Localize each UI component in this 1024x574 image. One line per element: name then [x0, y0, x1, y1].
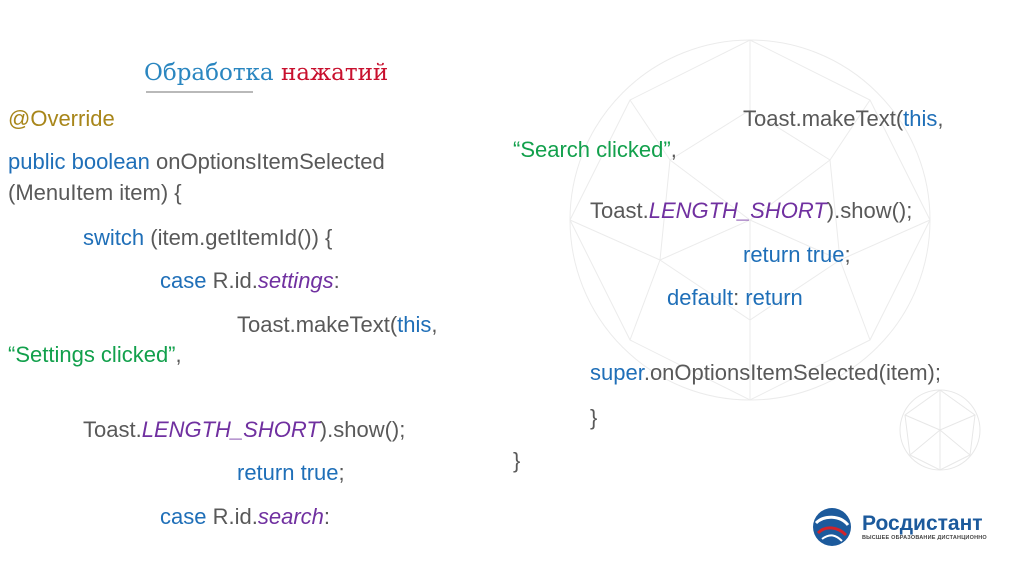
code-token: ).show();: [319, 417, 406, 442]
code-token: }: [590, 405, 598, 430]
code-token: Toast.makeText(: [237, 312, 398, 337]
code-token: return: [745, 285, 803, 310]
code-token: onOptionsItemSelected: [149, 149, 385, 174]
logo-globe-icon: [813, 508, 851, 546]
code-line: switch (item.getItemId()) {: [83, 225, 332, 251]
title-part-2: нажатий: [280, 60, 389, 86]
code-token: Toast.: [590, 198, 649, 223]
slide-title: Обработка нажатий: [144, 60, 388, 86]
code-line: case R.id.search:: [160, 504, 330, 530]
code-line: public boolean onOptionsItemSelected: [8, 149, 385, 175]
code-token: R.id.: [206, 268, 258, 293]
code-token: ,: [175, 342, 182, 367]
code-line: super.onOptionsItemSelected(item);: [590, 360, 941, 386]
code-token: :: [333, 268, 340, 293]
code-token: return true: [237, 460, 339, 485]
code-token: public boolean: [8, 149, 150, 174]
code-token: ;: [844, 242, 851, 267]
logo-tagline: ВЫСШЕЕ ОБРАЗОВАНИЕ ДИСТАНЦИОННО: [862, 535, 987, 541]
title-underline: [146, 91, 253, 93]
code-line: return true;: [237, 460, 345, 486]
code-token: }: [513, 448, 521, 473]
code-line: Toast.makeText(this,: [237, 312, 438, 338]
rosdistant-logo: Росдистант ВЫСШЕЕ ОБРАЗОВАНИЕ ДИСТАНЦИОН…: [810, 505, 987, 549]
geodesic-sphere-decoration: [569, 39, 931, 401]
code-token: ).show();: [826, 198, 913, 223]
code-token: (item.getItemId()) {: [144, 225, 333, 250]
code-line: Toast.LENGTH_SHORT).show();: [83, 417, 405, 443]
code-line: (MenuItem item) {: [8, 180, 182, 206]
code-token: this: [903, 106, 938, 131]
code-token: .onOptionsItemSelected(item);: [643, 360, 941, 385]
code-line: }: [513, 448, 520, 474]
code-token: ,: [670, 137, 677, 162]
code-token: Toast.: [83, 417, 142, 442]
code-token: return true: [743, 242, 845, 267]
code-line: case R.id.settings:: [160, 268, 340, 294]
code-token: super: [590, 360, 644, 385]
code-token: (MenuItem item) {: [8, 180, 182, 205]
code-line: }: [590, 405, 597, 431]
code-token: “Settings clicked”: [8, 342, 176, 367]
code-line: “Settings clicked”,: [8, 342, 182, 368]
code-token: R.id.: [206, 504, 258, 529]
code-token: “Search clicked”: [513, 137, 671, 162]
title-part-1: Обработка: [144, 60, 274, 86]
code-token: LENGTH_SHORT: [648, 198, 827, 223]
small-sphere-decoration: [899, 389, 981, 471]
code-line: return true;: [743, 242, 851, 268]
logo-name: Росдистант: [862, 512, 983, 535]
code-line: “Search clicked”,: [513, 137, 677, 163]
code-token: Toast.makeText(: [743, 106, 904, 131]
code-line: Toast.LENGTH_SHORT).show();: [590, 198, 912, 224]
code-token: ;: [338, 460, 345, 485]
code-token: :: [323, 504, 331, 529]
code-token: switch: [83, 225, 145, 250]
code-token: default: [667, 285, 734, 310]
code-token: ,: [937, 106, 944, 131]
code-token: case: [160, 504, 207, 529]
code-token: this: [397, 312, 432, 337]
code-line: @Override: [8, 106, 115, 132]
code-token: :: [733, 285, 746, 310]
code-line: default: return: [667, 285, 803, 311]
code-token: ,: [431, 312, 438, 337]
code-token: search: [257, 504, 324, 529]
code-token: settings: [257, 268, 334, 293]
code-token: @Override: [8, 106, 115, 131]
code-token: case: [160, 268, 207, 293]
code-token: LENGTH_SHORT: [141, 417, 320, 442]
code-line: Toast.makeText(this,: [743, 106, 944, 132]
